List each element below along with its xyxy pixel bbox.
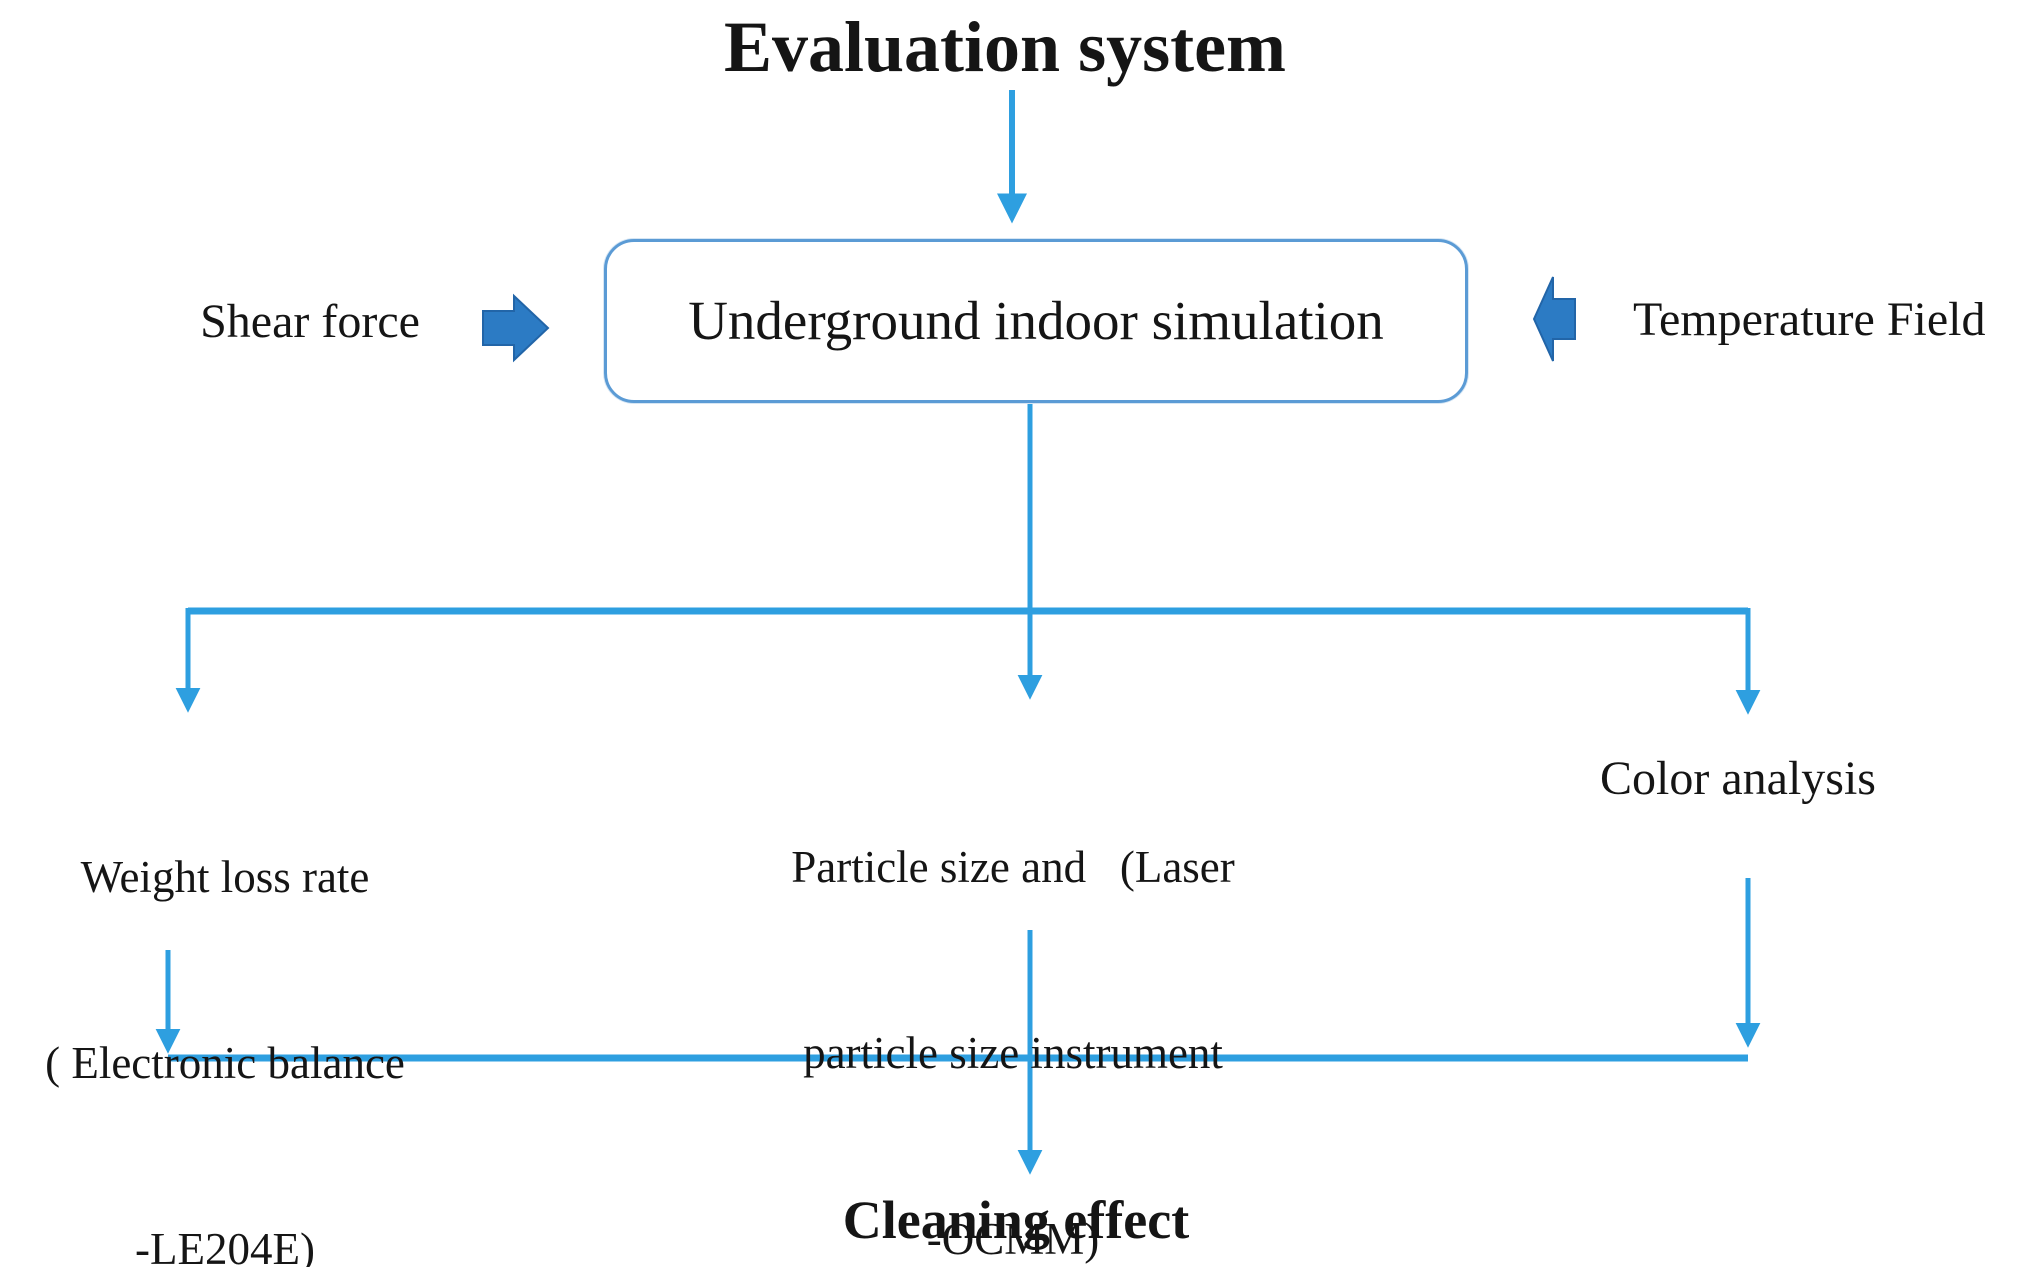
- simulation-box-label: Underground indoor simulation: [688, 289, 1384, 351]
- simulation-box: Underground indoor simulation: [604, 239, 1468, 403]
- page-title: Evaluation system: [723, 7, 1287, 87]
- particle-size-line-3: -OCMM): [926, 1214, 1100, 1264]
- weight-loss-branch: Weight loss rate ( Electronic balance -L…: [15, 722, 435, 1267]
- cleaning-effect-label: Cleaning effect: [842, 1190, 1190, 1250]
- weight-loss-line-1: Weight loss rate: [80, 852, 370, 902]
- temperature-field-label: Temperature Field: [1633, 293, 1986, 346]
- particle-size-line-2: particle size instrument: [803, 1028, 1223, 1078]
- weight-loss-line-3: -LE204E): [135, 1224, 315, 1267]
- right-block-arrow-icon: [482, 293, 550, 363]
- shear-force-label: Shear force: [200, 295, 420, 348]
- particle-size-branch: Particle size and (Laser particle size i…: [738, 712, 1288, 1267]
- color-analysis-label: Color analysis: [1600, 752, 1876, 805]
- particle-size-line-1: Particle size and (Laser: [791, 842, 1235, 892]
- weight-loss-line-2: ( Electronic balance: [45, 1038, 405, 1088]
- left-block-arrow-icon: [1532, 276, 1576, 362]
